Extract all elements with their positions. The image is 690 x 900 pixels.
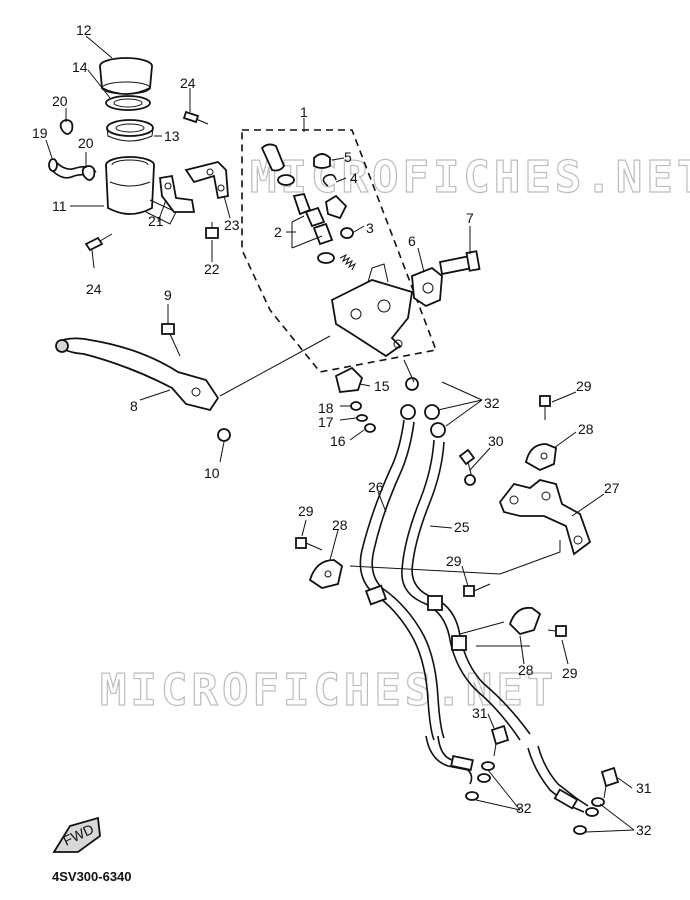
callout-28-top: 28 [578,421,594,437]
watermark-bottom: MICROFICHES.NET [100,665,557,716]
callout-22: 22 [204,261,220,277]
leader-lines [45,35,635,833]
clamp-28-left [308,559,344,589]
hose-clip-upper [59,119,74,135]
master-cylinder-body [331,263,414,358]
return-spring [339,253,357,271]
callout-28-left: 28 [332,517,348,533]
valve-fitting [325,194,348,220]
callout-1: 1 [300,104,308,120]
callout-24-bottom: 24 [86,281,102,297]
bolt-31-left [490,724,510,757]
screw-29-mid [463,583,491,597]
part-18 [350,401,362,411]
nut-10 [217,428,231,442]
screw-29-right [547,625,567,637]
callout-12: 12 [76,22,92,38]
gaskets-32 [465,761,605,835]
callout-29-mid: 29 [446,553,462,569]
callout-31-left: 31 [472,705,488,721]
callout-29-left: 29 [298,503,314,519]
callout-8: 8 [130,398,138,414]
callout-29-right: 29 [562,665,578,681]
callout-28-mid: 28 [518,662,534,678]
fwd-arrow-icon: FWD [52,816,101,853]
callout-19: 19 [32,125,48,141]
callout-7: 7 [466,210,474,226]
callout-18: 18 [318,400,334,416]
pipe-left [425,735,474,785]
callout-9: 9 [164,287,172,303]
callout-26: 26 [368,479,384,495]
hose-guide-27 [498,479,592,556]
callout-numbers: 12 14 20 19 20 13 11 24 24 21 22 23 1 5 … [32,22,652,838]
brake-lever [55,337,220,412]
hose-clip-lower [81,165,96,181]
callout-25: 25 [454,519,470,535]
clamp-28-mid [508,606,542,636]
callout-20-upper: 20 [52,93,68,109]
reservoir-bracket [159,174,196,213]
diagram-code: 4SV300-6340 [52,869,132,884]
callout-13: 13 [164,128,180,144]
diaphragm-holder [106,119,154,142]
boot-5 [313,153,331,169]
bolt-30 [458,448,476,486]
diaphragm [105,95,151,111]
washer-17 [356,414,368,422]
callout-31-right: 31 [636,780,652,796]
reservoir-tank [105,156,177,225]
callout-6: 6 [408,233,416,249]
callout-24-top: 24 [180,75,196,91]
reservoir-cap [99,57,153,95]
callout-32-left: 32 [516,800,532,816]
piston-assembly [260,143,335,264]
callout-3: 3 [366,220,374,236]
screw-24-top [182,110,209,125]
bolt-7 [438,250,481,276]
callout-29-top: 29 [576,378,592,394]
screw-24-bottom [84,233,113,252]
bolt-31-right [600,766,620,799]
callout-32-right: 32 [636,822,652,838]
brake-switch-15 [334,366,364,393]
lever-bolt-9 [161,323,181,357]
callout-32-top: 32 [484,395,500,411]
callout-23: 23 [224,217,240,233]
callout-4: 4 [350,170,358,186]
callout-21: 21 [148,213,164,229]
callout-10: 10 [204,465,220,481]
reference-lines [219,335,561,647]
clamp-28-top [524,443,557,472]
callout-15: 15 [374,378,390,394]
callout-17: 17 [318,414,334,430]
screw-16 [364,423,376,433]
callout-11: 11 [52,198,67,214]
stay-bracket [184,161,229,200]
circlip-4 [322,173,337,187]
callout-20-lower: 20 [78,135,94,151]
holder-6 [411,266,443,308]
callout-5: 5 [344,149,352,165]
screw-29-left [295,537,323,551]
callout-27: 27 [604,480,620,496]
bolt-22 [205,222,219,239]
union-bolt-upper [400,377,446,438]
callout-16: 16 [330,433,346,449]
brake-hose-26 [359,419,445,741]
callout-30: 30 [488,433,504,449]
master-cylinder-kit-outline [241,129,438,373]
brake-hose-25 [401,439,531,741]
oring-3 [340,227,354,239]
callout-14: 14 [72,59,88,75]
callout-2: 2 [274,224,282,240]
pipe-right [527,745,589,813]
screw-29-top [539,395,551,420]
